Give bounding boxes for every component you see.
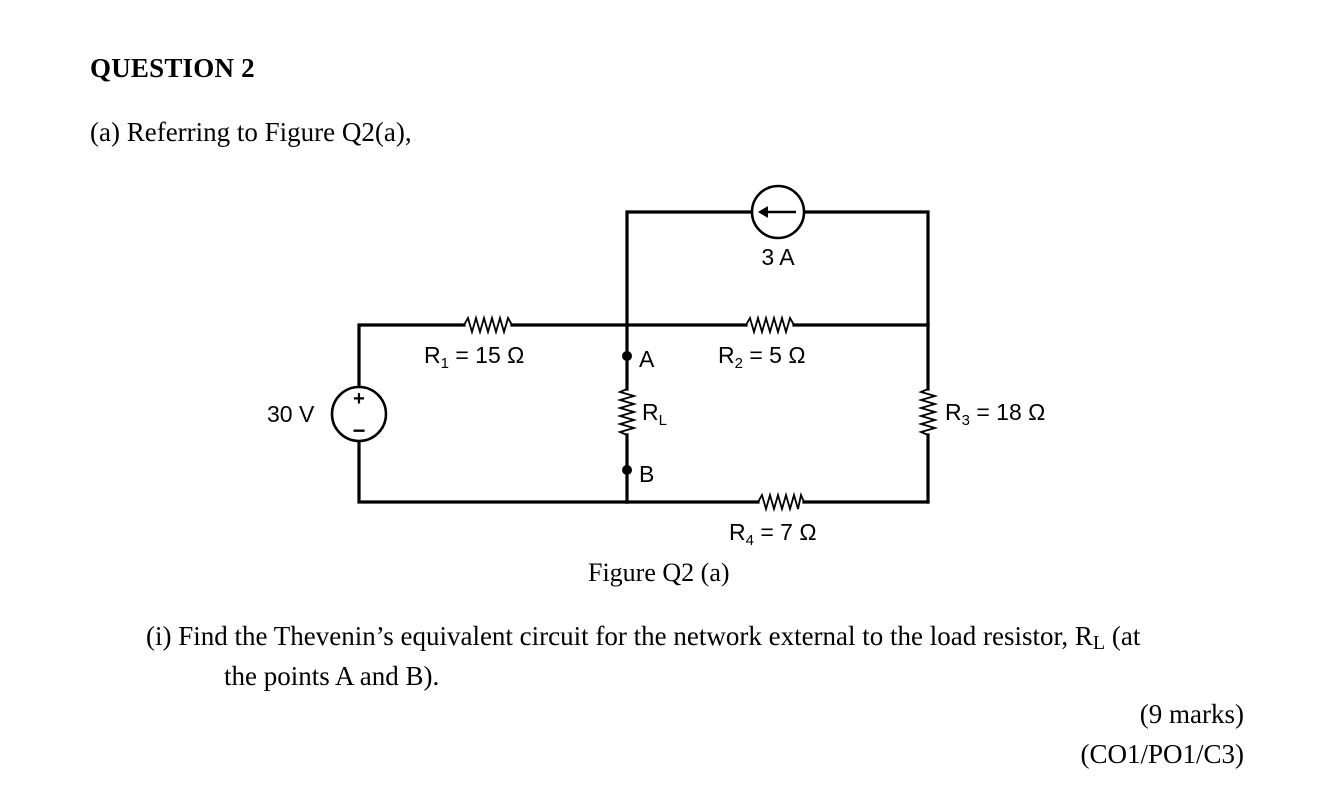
current-source-label: 3 A xyxy=(761,244,795,270)
resistor-r1 xyxy=(463,314,513,336)
r1-label: R1 = 15 Ω xyxy=(424,342,524,372)
figure-caption: Figure Q2 (a) xyxy=(588,558,730,587)
wire-left-top xyxy=(357,323,466,397)
marks-label: (9 marks) xyxy=(1139,699,1244,729)
rl-label: RL xyxy=(642,399,667,429)
question-heading: QUESTION 2 xyxy=(90,53,255,83)
sub-question-line-2: the points A and B). xyxy=(224,661,440,691)
wire-left-bottom xyxy=(357,431,629,504)
resistor-r2 xyxy=(745,314,795,336)
rl-subscript: L xyxy=(1092,632,1106,654)
outcomes-label: (CO1/PO1/C3) xyxy=(1080,739,1244,769)
voltage-source-label: 30 V xyxy=(267,401,315,427)
r4-label: R4 = 7 Ω xyxy=(729,519,817,549)
terminal-b-label: B xyxy=(639,461,654,487)
sub-question-text: (i) Find the Thevenin’s equivalent circu… xyxy=(146,621,1093,651)
minus-sign: − xyxy=(353,418,366,443)
voltage-source: + − xyxy=(330,385,388,443)
terminal-b-dot xyxy=(622,465,632,475)
resistor-r3 xyxy=(917,388,939,436)
wire-top-left xyxy=(625,210,754,327)
plus-sign: + xyxy=(353,388,365,410)
r3-label: R3 = 18 Ω xyxy=(945,399,1045,429)
terminal-a-dot xyxy=(622,351,632,361)
r2-label: R2 = 5 Ω xyxy=(718,342,806,372)
resistor-rl xyxy=(616,388,638,436)
terminal-a-label: A xyxy=(639,346,655,372)
current-source xyxy=(750,184,806,240)
sub-question-line-1: (i) Find the Thevenin’s equivalent circu… xyxy=(146,621,1140,655)
part-a-prompt: (a) Referring to Figure Q2(a), xyxy=(90,117,412,147)
resistor-r4 xyxy=(757,491,805,513)
wire-top-right xyxy=(802,210,930,327)
sub-question-tail: (at xyxy=(1105,621,1141,651)
